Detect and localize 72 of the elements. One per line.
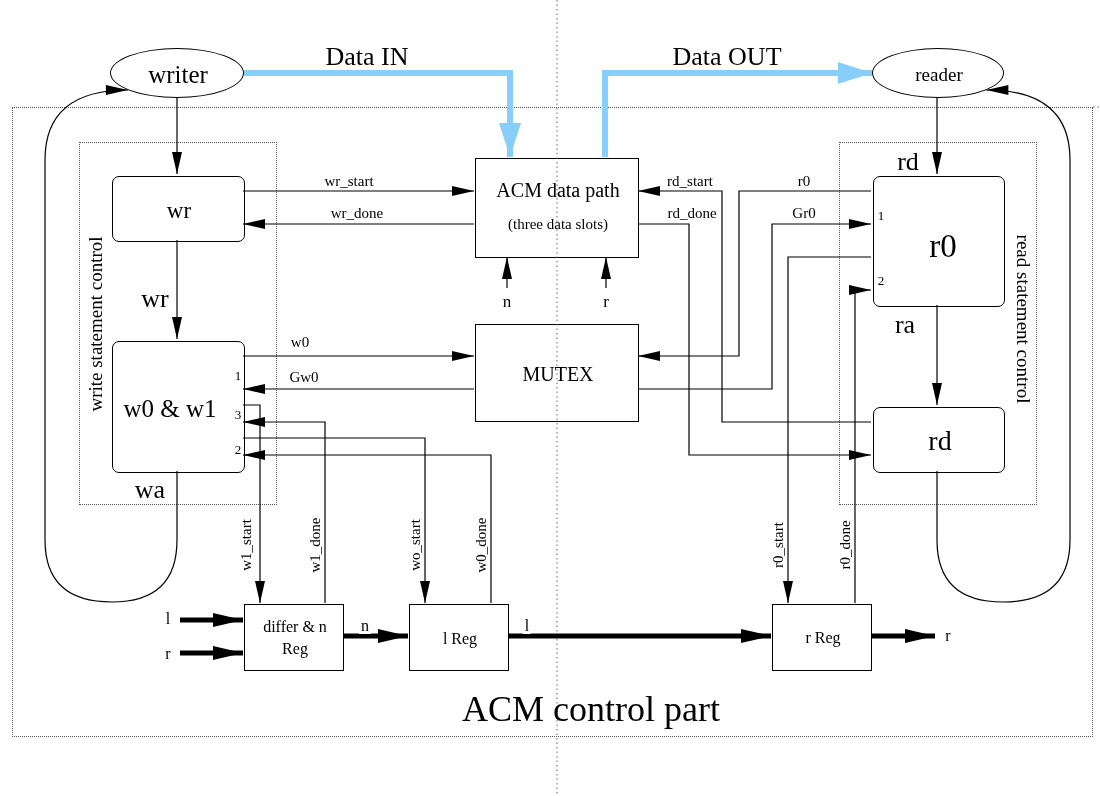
node-label: reader	[915, 64, 963, 84]
state-box	[873, 176, 1005, 307]
arrow	[242, 219, 475, 229]
process-box	[409, 604, 509, 671]
arrow	[871, 629, 935, 643]
edge-label: rd_start	[665, 173, 715, 189]
arrow	[936, 85, 1071, 603]
arrow	[508, 629, 771, 643]
node-label: w0 & w1	[123, 395, 217, 421]
arrow	[242, 186, 475, 196]
node-label: differ & n Reg	[262, 617, 328, 660]
arrow	[637, 190, 872, 361]
process-box	[772, 604, 872, 671]
arrow	[601, 256, 611, 289]
node-label: (three data slots)	[508, 216, 608, 232]
node-label: rd	[928, 427, 952, 455]
arrow	[849, 285, 872, 604]
edge-label: r0_done	[837, 518, 853, 572]
arrow	[932, 97, 942, 175]
edge-label: Gr0	[790, 205, 818, 221]
arrow	[783, 256, 872, 604]
arrow	[242, 351, 475, 361]
process-box	[244, 604, 344, 671]
node-label: ACM data path	[496, 180, 620, 200]
arrow	[242, 384, 475, 394]
region-label: write statement control	[85, 236, 105, 412]
edge-label: l	[163, 611, 173, 627]
arrow	[172, 97, 182, 175]
arrow	[180, 613, 243, 627]
arrow	[637, 219, 872, 390]
node-label: MUTEX	[522, 364, 594, 384]
state-box	[873, 407, 1005, 473]
node-label: writer	[148, 61, 208, 87]
node-label: r Reg	[805, 630, 841, 646]
arrow	[44, 85, 178, 603]
arrow	[242, 417, 326, 604]
edge-label: w1_done	[307, 515, 323, 575]
edge-label: Gw0	[287, 369, 321, 385]
state-box	[112, 176, 245, 242]
region-label: read statement control	[1013, 234, 1033, 404]
arrow	[502, 256, 512, 289]
edge-label: rd_done	[665, 205, 719, 221]
arrow	[343, 629, 408, 643]
edge-label: l	[522, 618, 532, 634]
arrow	[602, 62, 872, 157]
edge-label: w0_done	[473, 515, 489, 575]
edge-label: wr_done	[328, 205, 386, 221]
node-label: r0	[929, 229, 957, 263]
arrow	[180, 646, 243, 660]
arrow	[637, 186, 872, 423]
arrow	[172, 239, 182, 340]
edge-label: r0	[795, 173, 813, 189]
state-box	[112, 341, 245, 473]
process-box	[475, 324, 639, 422]
port-number: 2	[234, 442, 242, 456]
arrow	[244, 70, 521, 157]
region-title: ACM control part	[462, 691, 720, 727]
process-box	[475, 158, 639, 258]
node-label: l Reg	[442, 631, 478, 647]
port-number: 1	[877, 208, 885, 222]
port-number: 2	[877, 273, 885, 287]
arrow	[242, 404, 265, 604]
edge-label: r0_start	[770, 520, 786, 570]
port-number: 3	[234, 407, 242, 421]
edge-label: w1_start	[238, 517, 254, 573]
arrow	[932, 304, 942, 406]
edge-label: w0	[288, 334, 312, 350]
arrow	[637, 223, 872, 460]
port-number: 1	[234, 368, 242, 382]
arrow	[242, 450, 492, 604]
node-label: wr	[166, 198, 192, 222]
arrow	[242, 437, 430, 604]
